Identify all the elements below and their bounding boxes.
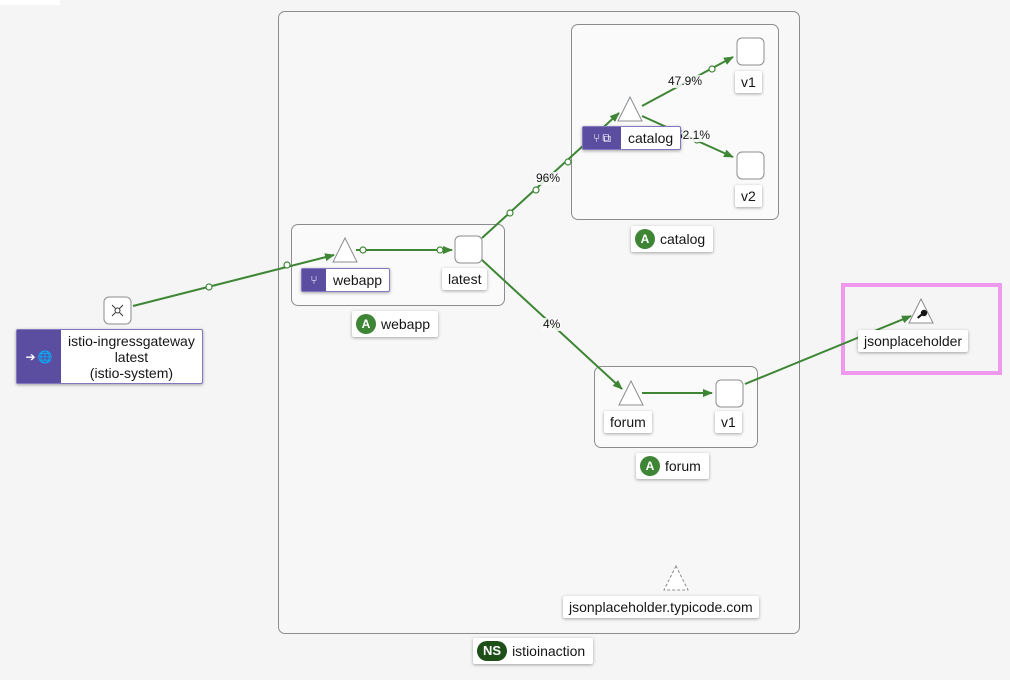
app-badge: A	[640, 456, 660, 476]
arrow-circle-icon: ➔	[25, 349, 36, 364]
catalog-v1-label[interactable]: v1	[735, 71, 762, 93]
webapp-service-name: webapp	[333, 272, 383, 288]
destination-rule-icon: ⧉	[602, 131, 611, 145]
app-label-catalog[interactable]: A catalog	[631, 226, 714, 252]
app-name: webapp	[381, 316, 431, 332]
catalog-v1-node-shape[interactable]	[736, 37, 765, 66]
edge-ingress-webapp[interactable]	[132, 253, 335, 307]
edge-label-webapp-catalog: 96%	[535, 171, 562, 185]
jsonplaceholder-host-triangle[interactable]	[663, 564, 689, 591]
jsonplaceholder-label[interactable]: jsonplaceholder	[858, 330, 969, 352]
webapp-latest-node-shape[interactable]	[454, 235, 483, 264]
namespace-name: istioinaction	[512, 643, 586, 659]
globe-icon: 🌐	[37, 349, 53, 364]
top-bar	[0, 0, 60, 5]
app-label-forum[interactable]: A forum	[636, 453, 709, 479]
forum-v1-label[interactable]: v1	[715, 411, 742, 433]
ingress-node-shape[interactable]	[103, 296, 132, 325]
catalog-v2-node-shape[interactable]	[736, 151, 765, 180]
edge-forum-jsonplaceholder[interactable]	[744, 315, 912, 385]
ingress-namespace: (istio-system)	[89, 364, 174, 381]
forum-v1-node-shape[interactable]	[715, 379, 744, 408]
key-icon	[917, 309, 928, 319]
edge-label-catalog-v1: 47.9%	[667, 74, 704, 88]
catalog-service-name: catalog	[628, 130, 674, 146]
gateway-icon	[111, 304, 124, 317]
catalog-v2-label[interactable]: v2	[735, 185, 762, 207]
app-badge: A	[635, 229, 655, 249]
selection-highlight	[841, 283, 1002, 375]
forum-service-label[interactable]: forum	[604, 411, 652, 433]
ingress-name: istio-ingressgateway	[68, 332, 195, 349]
jsonplaceholder-host-label[interactable]: jsonplaceholder.typicode.com	[563, 596, 759, 618]
virtual-service-icon: ⑂	[302, 269, 326, 291]
namespace-badge: NS	[477, 641, 508, 661]
app-badge: A	[356, 314, 376, 334]
edge-label-catalog-v2: 52.1%	[675, 128, 712, 142]
app-name: forum	[665, 458, 701, 474]
catalog-service-triangle[interactable]	[617, 95, 643, 122]
ingress-version: latest	[114, 348, 149, 365]
ingress-gateway-label[interactable]: ➔🌐 istio-ingressgateway latest (istio-sy…	[16, 329, 203, 384]
forum-service-triangle[interactable]	[618, 379, 644, 406]
app-label-webapp[interactable]: A webapp	[352, 311, 439, 337]
webapp-service-triangle[interactable]	[332, 236, 358, 263]
ingress-badge-icons: ➔🌐	[17, 330, 61, 383]
webapp-latest-label[interactable]: latest	[442, 268, 488, 290]
namespace-label[interactable]: NS istioinaction	[473, 638, 594, 664]
catalog-service-label[interactable]: ⑂⧉ catalog	[582, 126, 682, 150]
app-name: catalog	[660, 231, 706, 247]
catalog-badge-icons: ⑂⧉	[583, 127, 621, 149]
virtual-service-icon: ⑂	[593, 131, 601, 145]
jsonplaceholder-triangle[interactable]	[908, 297, 934, 324]
webapp-service-label[interactable]: ⑂ webapp	[301, 268, 391, 292]
edge-label-webapp-forum: 4%	[542, 317, 562, 331]
